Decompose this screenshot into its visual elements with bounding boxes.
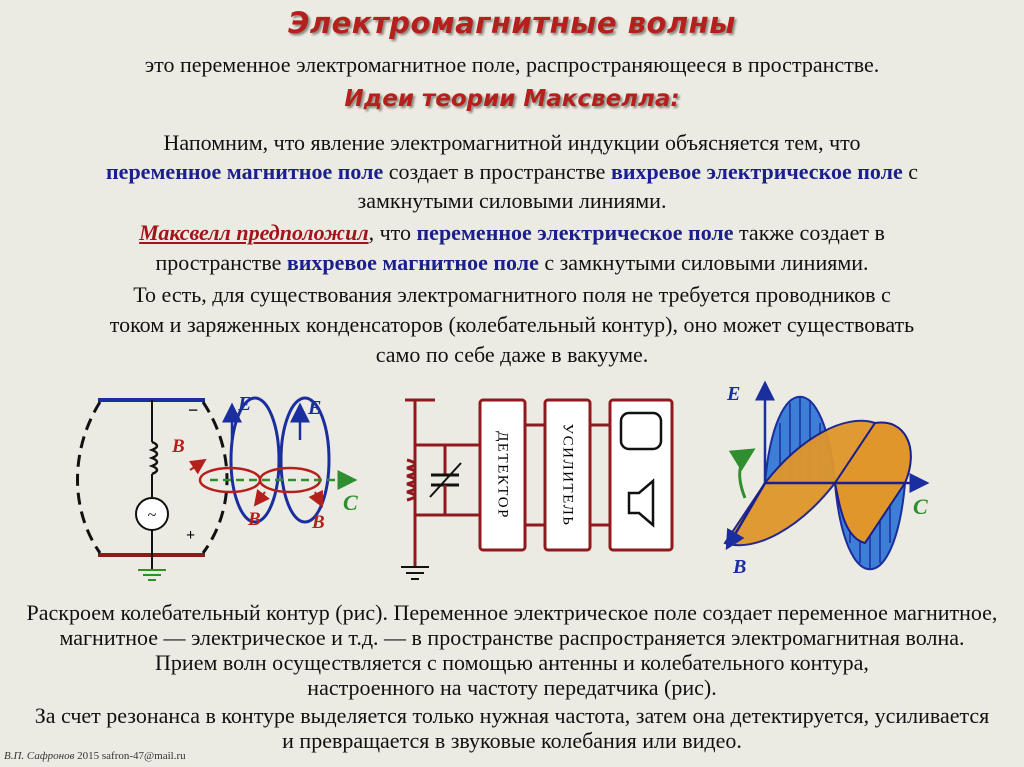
- para4-line3: Прием волн осуществляется с помощью анте…: [155, 650, 869, 675]
- open-circuit-diagram: ~ − + B E E B B C: [76, 393, 358, 581]
- detector-label: ДЕТЕКТОР: [495, 431, 511, 519]
- plus-sign: +: [186, 527, 195, 544]
- inductor-coil: [148, 440, 159, 476]
- c-label-1: C: [343, 490, 358, 515]
- para4-line4: настроенного на частоту передатчика (рис…: [307, 675, 717, 700]
- amplifier-box: [543, 398, 592, 552]
- e-loop-left: [229, 396, 281, 524]
- screen-icon: [619, 411, 663, 451]
- ac-symbol: ~: [148, 507, 157, 524]
- text-span: с: [902, 159, 918, 184]
- para4-line2: магнитное — электрическое и т.д. — в про…: [59, 625, 965, 650]
- b-label-2: B: [247, 509, 261, 530]
- e-loop-right: [279, 396, 331, 524]
- receiver-coil: [406, 458, 417, 502]
- em-wave-diagram: E C B: [723, 380, 930, 578]
- para3-line2: током и заряженных конденсаторов (колеба…: [109, 312, 915, 337]
- b-label-left: B: [171, 436, 185, 457]
- para3-line1: То есть, для существования электромагнит…: [133, 282, 891, 307]
- footer-credit: В.П. Сафронов 2015 safron-47@mail.ru: [4, 750, 186, 762]
- footer-author: В.П. Сафронов: [4, 750, 75, 762]
- para1-line3: замкнутыми силовыми линиями.: [357, 188, 667, 213]
- para4-line5: За счет резонанса в контуре выделяется т…: [34, 703, 990, 728]
- amplifier-label: УСИЛИТЕЛЬ: [560, 424, 576, 527]
- b-axis: [725, 482, 767, 551]
- text-span: , что: [368, 220, 417, 245]
- section-heading: Идеи теории Максвелла:: [344, 86, 680, 112]
- term-alternating-magnetic-field: переменное магнитное поле: [106, 159, 384, 184]
- e-label-2: E: [307, 397, 321, 419]
- para4-line1: Раскроем колебательный контур (рис). Пер…: [26, 600, 998, 625]
- para1-line1: Напомним, что явление электромагнитной и…: [163, 130, 861, 155]
- para1-line2: переменное магнитное поле создает в прос…: [0, 157, 1024, 187]
- para2-line2: пространстве вихревое магнитное поле с з…: [0, 248, 1024, 278]
- minus-sign: −: [188, 400, 198, 420]
- c-label-2: C: [913, 494, 928, 519]
- page-title: Электромагнитные волны: [288, 6, 736, 40]
- definition-text: это переменное электромагнитное поле, ра…: [144, 52, 880, 77]
- receiver-diagram: ДЕТЕКТОР УСИЛИТЕЛЬ: [401, 398, 674, 580]
- detector-box: [478, 398, 527, 552]
- term-alternating-electric-field: переменное электрическое поле: [416, 220, 734, 245]
- b-label-3: B: [311, 512, 325, 533]
- text-span: пространстве: [155, 250, 287, 275]
- para2-line1: Максвелл предположил, что переменное эле…: [0, 218, 1024, 248]
- text-span: также создает в: [733, 220, 885, 245]
- term-vortex-magnetic-field: вихревое магнитное поле: [286, 250, 539, 275]
- para3-line3: само по себе даже в вакууме.: [375, 342, 649, 367]
- text-span: создает в пространстве: [383, 159, 611, 184]
- para4-line6: и превращается в звуковые колебания или …: [282, 728, 742, 753]
- b-label-4: B: [732, 556, 746, 578]
- e-label-3: E: [726, 383, 740, 405]
- e-label-1: E: [237, 393, 251, 415]
- maxwell-assumed: Максвелл предположил: [139, 220, 369, 245]
- footer-rest: 2015 safron-47@mail.ru: [74, 750, 186, 762]
- term-vortex-electric-field: вихревое электрическое поле: [610, 159, 903, 184]
- text-span: с замкнутыми силовыми линиями.: [538, 250, 869, 275]
- rotation-arrow: [728, 448, 756, 499]
- speaker-icon: [627, 478, 655, 528]
